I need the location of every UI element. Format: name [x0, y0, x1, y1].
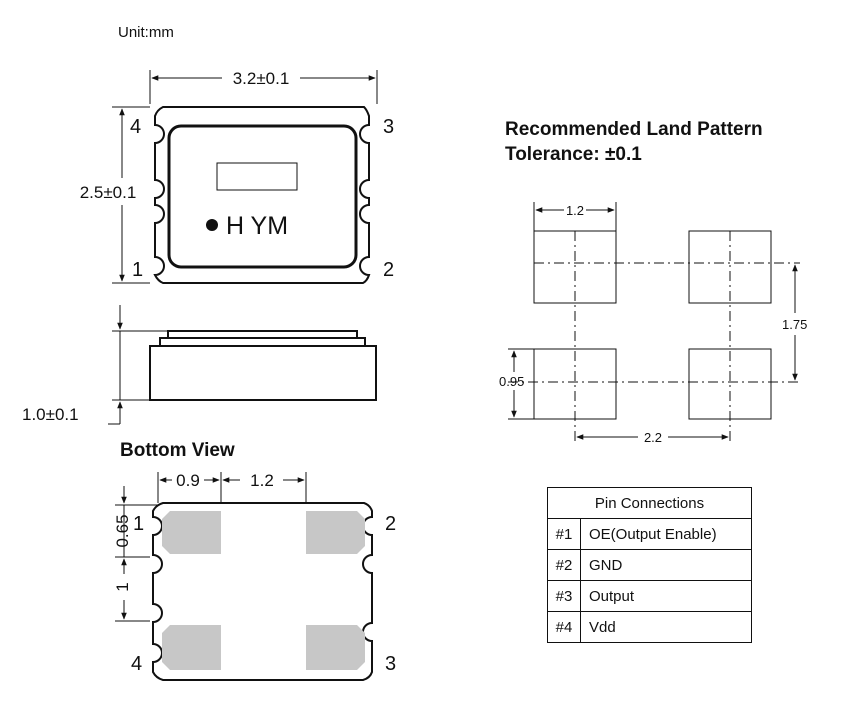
table-header: Pin Connections [547, 487, 752, 519]
top-pin-3: 3 [383, 116, 394, 138]
bottom-pad-1 [162, 511, 221, 554]
pin-function: GND [580, 549, 752, 581]
pin-number: #2 [547, 549, 581, 581]
side-body [149, 345, 377, 401]
bottom-pin-4: 4 [131, 653, 142, 675]
pin-number: #3 [547, 580, 581, 612]
side-thickness-dim: 1.0±0.1 [22, 405, 79, 424]
top-width-dim: 3.2±0.1 [233, 69, 290, 88]
table-header-row: Pin Connections [547, 487, 752, 519]
table-row: #1 OE(Output Enable) [547, 518, 752, 550]
bottom-view: Bottom View 0.9 1.2 0.65 1 1 2 3 4 [113, 440, 396, 681]
land-pad-height-dim: 0.95 [499, 374, 524, 389]
pin1-dot-icon [206, 219, 218, 231]
bottom-pad-height-dim: 0.65 [113, 514, 132, 547]
bottom-pin-3: 3 [385, 653, 396, 675]
pin-function: OE(Output Enable) [580, 518, 752, 550]
bottom-pad-4 [162, 625, 221, 670]
table-row: #2 GND [547, 549, 752, 581]
pin-function: Output [580, 580, 752, 612]
side-lid [167, 330, 358, 339]
land-pattern-tolerance: Tolerance: ±0.1 [505, 144, 642, 165]
side-view: 1.0±0.1 [22, 305, 377, 425]
unit-label: Unit:mm [118, 24, 174, 41]
bottom-package-outline [152, 502, 373, 681]
land-pitch-x-dim: 2.2 [644, 430, 662, 445]
side-seal [159, 337, 366, 347]
table-row: #3 Output [547, 580, 752, 612]
land-pad-width-dim: 1.2 [566, 203, 584, 218]
bottom-pin-1: 1 [133, 513, 144, 535]
top-height-dim: 2.5±0.1 [80, 183, 137, 202]
marking-box [216, 162, 298, 191]
land-pattern: Recommended Land Pattern Tolerance: ±0.1… [499, 119, 807, 445]
table-row: #4 Vdd [547, 611, 752, 643]
package-lid [167, 124, 358, 269]
pin-number: #1 [547, 518, 581, 550]
top-pin-1: 1 [132, 259, 143, 281]
pin-connections-table: Pin Connections #1 OE(Output Enable) #2 … [547, 487, 752, 643]
bottom-pad-width-dim: 0.9 [176, 471, 200, 490]
top-view: 3.2±0.1 2.5±0.1 H YM 1 2 3 4 [80, 69, 394, 284]
top-marking: H YM [226, 212, 288, 240]
top-pin-2: 2 [383, 259, 394, 281]
package-outline [153, 106, 371, 284]
top-pin-4: 4 [130, 116, 141, 138]
bottom-pad-2 [306, 511, 365, 554]
bottom-view-title: Bottom View [120, 440, 235, 461]
land-pitch-y-dim: 1.75 [782, 317, 807, 332]
bottom-pin-2: 2 [385, 513, 396, 535]
land-pattern-title: Recommended Land Pattern [505, 119, 763, 140]
bottom-pad-gap-dim: 1 [113, 582, 132, 591]
pin-number: #4 [547, 611, 581, 643]
pin-function: Vdd [580, 611, 752, 643]
bottom-pad-pitch-dim: 1.2 [250, 471, 274, 490]
bottom-pad-3 [306, 625, 365, 670]
